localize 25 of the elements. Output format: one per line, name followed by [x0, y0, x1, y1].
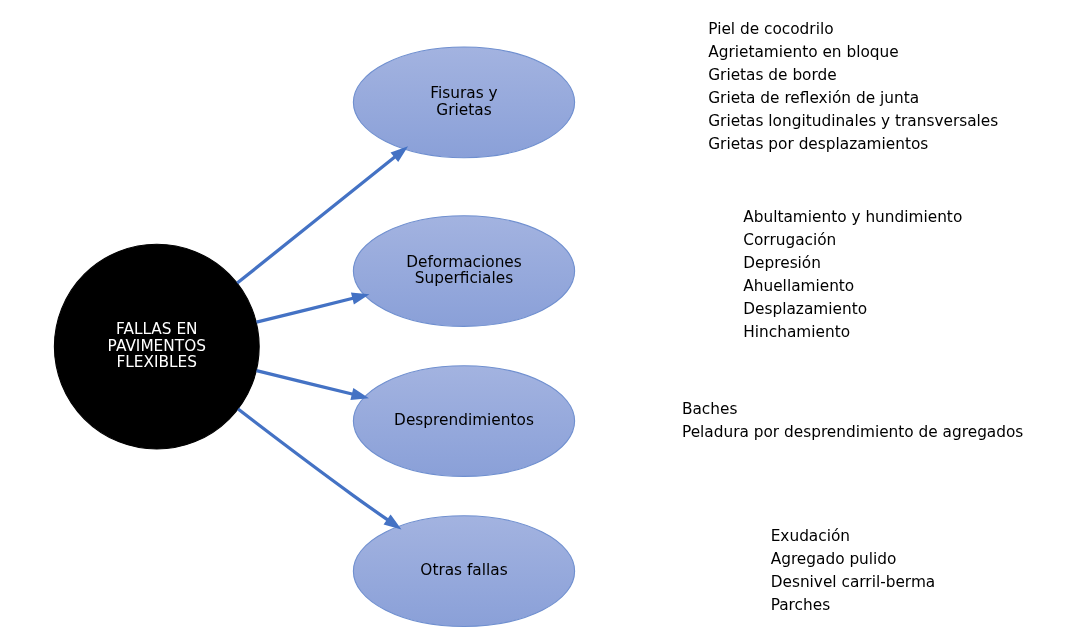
- node-label: Baches: [681, 399, 737, 418]
- node-ellipse: Fisuras y Grietas: [352, 46, 575, 159]
- node-label: Agrietamiento en bloque: [707, 42, 899, 61]
- arrow: [255, 369, 369, 400]
- node-label: Grietas por desplazamientos: [707, 134, 928, 153]
- node-label: Grieta de reflexión de junta: [707, 88, 919, 107]
- arrow: [255, 292, 369, 324]
- node-label: Grietas longitudinales y transversales: [707, 111, 998, 130]
- arrow: [235, 146, 408, 285]
- arrow: [236, 407, 401, 530]
- node-label: Peladura por desprendimiento de agregados: [681, 422, 1023, 441]
- node-label: Depresión: [742, 253, 821, 272]
- node-label: Hinchamiento: [742, 322, 850, 341]
- node-label: Ahuellamiento: [742, 276, 854, 295]
- node-label: Exudación: [770, 526, 850, 545]
- node-label: Desnivel carril-berma: [770, 572, 935, 591]
- node-label: Corrugación: [742, 230, 836, 249]
- node-label: Piel de cocodrilo: [707, 19, 834, 38]
- node-ellipse: Desprendimientos: [352, 365, 575, 477]
- node-label: Parches: [770, 595, 830, 614]
- node-label: Desplazamiento: [742, 299, 867, 318]
- node-label: Grietas de borde: [707, 65, 837, 84]
- node-label: Agregado pulido: [770, 549, 896, 568]
- node-circle: FALLAS EN PAVIMENTOS FLEXIBLES: [53, 243, 260, 450]
- node-label: Abultamiento y hundimiento: [742, 207, 962, 226]
